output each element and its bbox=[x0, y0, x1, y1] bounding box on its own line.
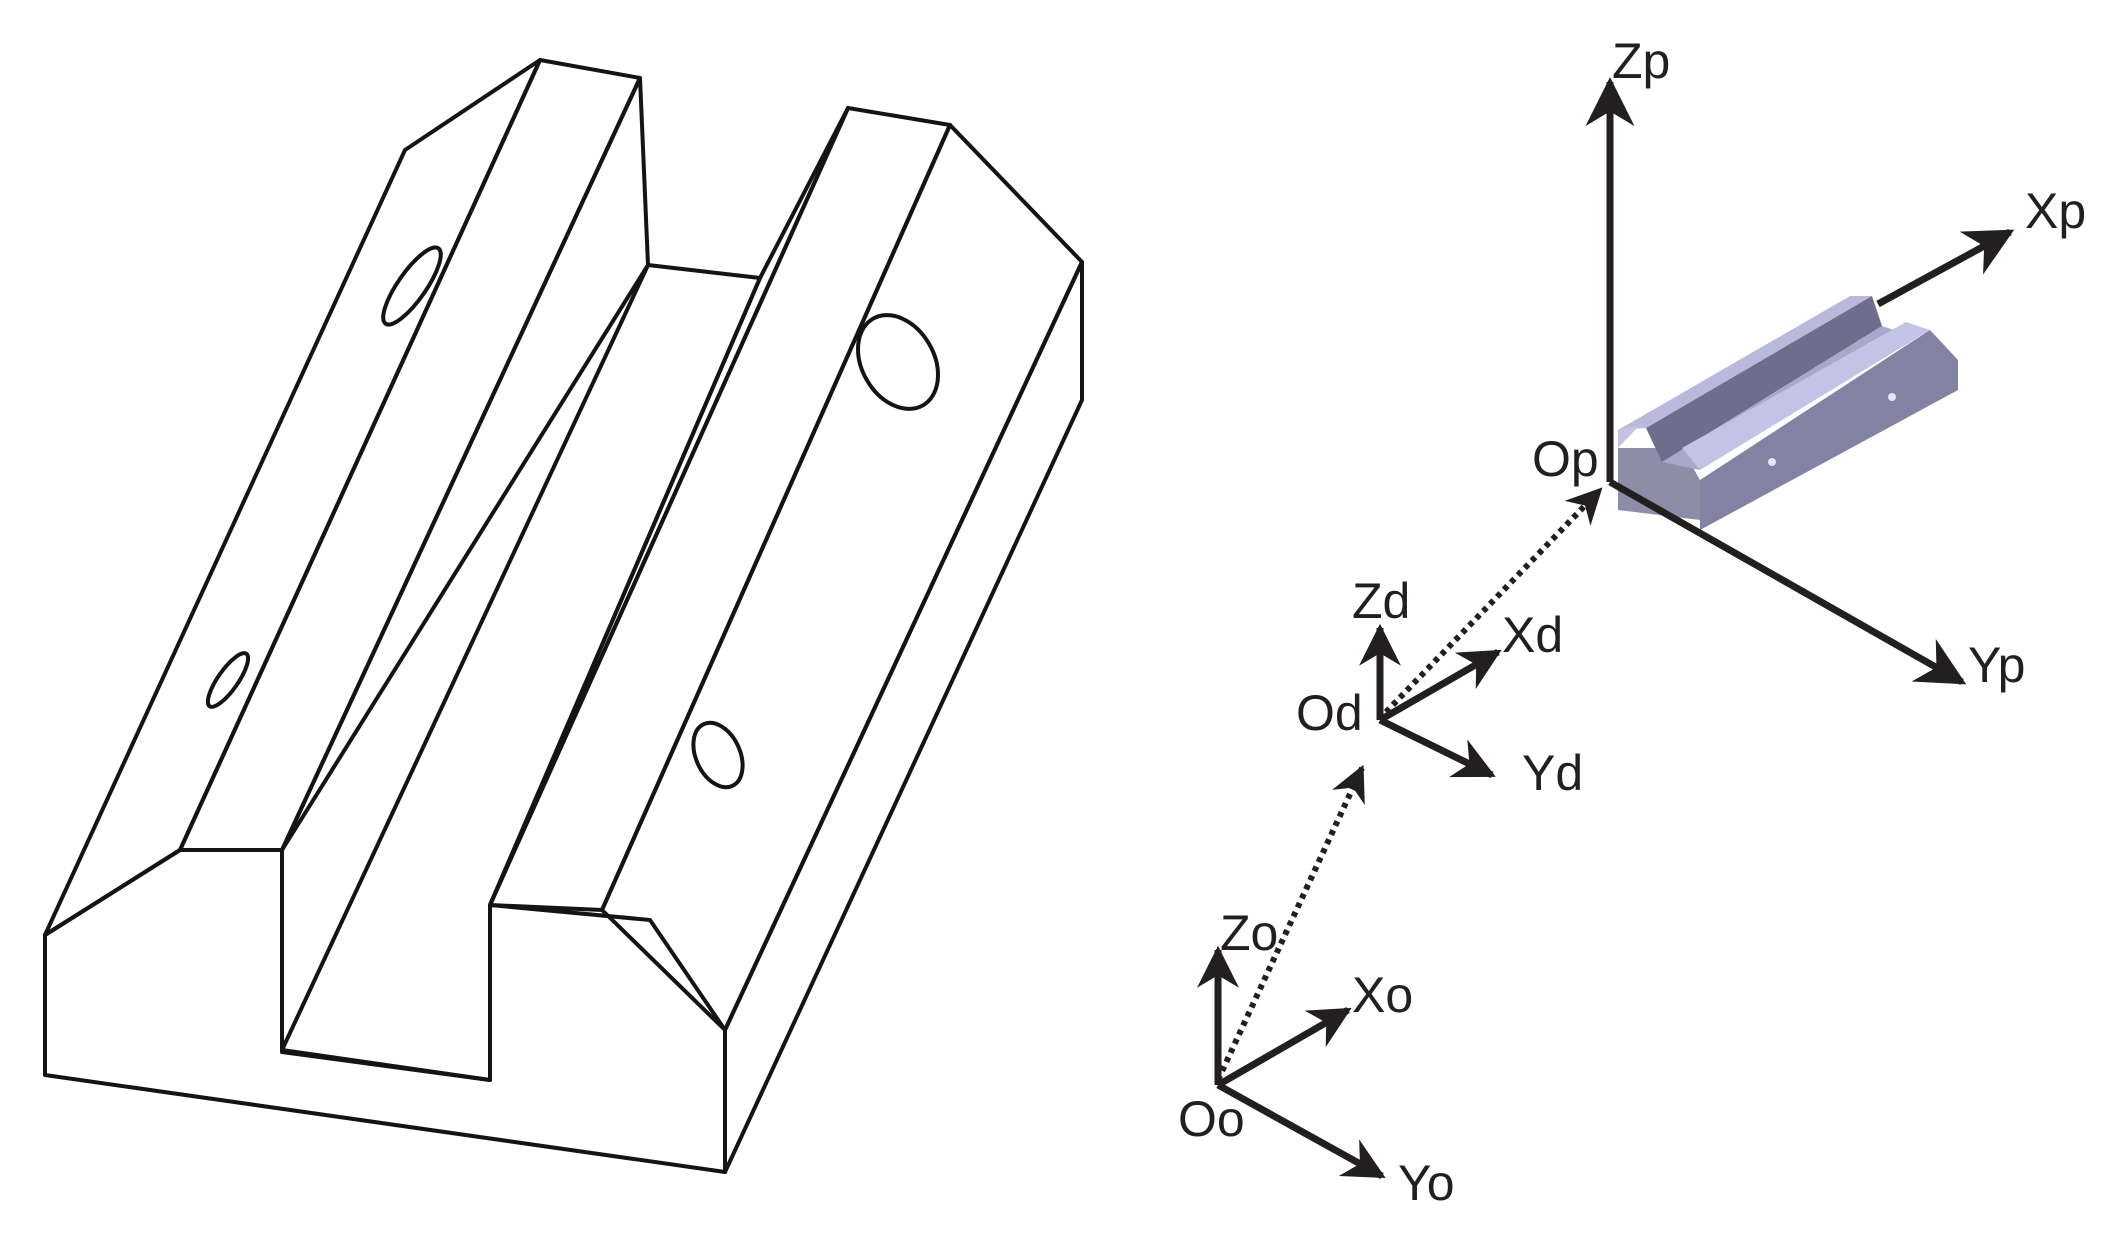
frame-device: Zd Xd Yd Od bbox=[1296, 573, 1583, 801]
thumb-left-rail bbox=[1618, 296, 1872, 430]
axis-xp bbox=[1876, 228, 2015, 308]
part-right-side-face bbox=[723, 260, 1084, 1174]
axis-yp bbox=[1608, 478, 1967, 686]
label-zp: Zp bbox=[1612, 33, 1670, 89]
axis-yd bbox=[1378, 716, 1496, 779]
part-right-rail-top bbox=[488, 106, 952, 912]
label-op: Op bbox=[1532, 431, 1599, 487]
part-left-chamfer-face bbox=[43, 58, 542, 937]
label-od: Od bbox=[1296, 685, 1363, 741]
axis-xo bbox=[1216, 1006, 1352, 1089]
frame-part: Zp Xp Yp Op bbox=[1532, 33, 2086, 693]
link-device-to-part bbox=[1383, 487, 1603, 715]
thumb-right-rail-face bbox=[1700, 330, 1958, 530]
label-xd: Xd bbox=[1502, 607, 1563, 663]
axis-yo bbox=[1216, 1081, 1386, 1180]
label-yo: Yo bbox=[1398, 1155, 1455, 1211]
thumb-chamfer-left bbox=[1618, 425, 1640, 448]
frame-observer: Zo Xo Yo Oo bbox=[1178, 905, 1455, 1211]
transform-links bbox=[1215, 487, 1603, 1082]
part-right-rail-face bbox=[600, 123, 1084, 1032]
label-zo: Zo bbox=[1220, 905, 1278, 961]
label-zd: Zd bbox=[1352, 573, 1410, 629]
label-xp: Xp bbox=[2025, 183, 2086, 239]
part-front-face bbox=[43, 848, 727, 1174]
thumb-hole-1 bbox=[1768, 458, 1776, 466]
link-observer-to-device bbox=[1215, 764, 1365, 1082]
label-yd: Yd bbox=[1522, 745, 1583, 801]
thumb-right-rail-top bbox=[1682, 322, 1930, 470]
axis-xd bbox=[1378, 648, 1502, 724]
part-3d-model bbox=[43, 58, 1084, 1174]
thumb-hole-2 bbox=[1888, 393, 1896, 401]
part-thumbnail bbox=[1618, 296, 1958, 530]
thumb-left-inner bbox=[1646, 296, 1882, 462]
label-yp: Yp bbox=[1968, 637, 2025, 693]
hole-left-upper bbox=[381, 245, 443, 327]
part-groove-floor bbox=[280, 263, 762, 1082]
hole-right-lower bbox=[691, 720, 745, 790]
label-oo: Oo bbox=[1178, 1091, 1245, 1147]
part-right-rail-inner-wall bbox=[488, 106, 850, 907]
part-left-rail-top bbox=[178, 58, 642, 852]
label-xo: Xo bbox=[1352, 967, 1413, 1023]
hole-right-upper bbox=[856, 313, 940, 411]
hole-left-lower bbox=[205, 651, 251, 709]
